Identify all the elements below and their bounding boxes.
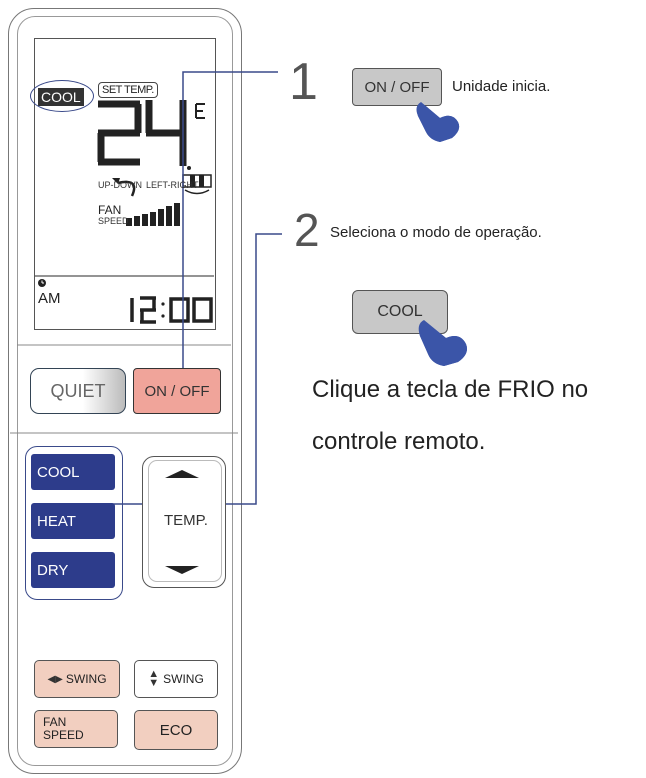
- speed-label: SPEED: [98, 216, 129, 226]
- cool-button[interactable]: COOL: [31, 454, 115, 490]
- clock-icon: [38, 279, 46, 287]
- temp-label: TEMP.: [164, 512, 208, 529]
- swing-arrow-icon: [117, 180, 136, 197]
- swing-ud-label: SWING: [163, 672, 204, 686]
- swing-up-down-button[interactable]: ▲▼ SWING: [134, 660, 218, 698]
- up-down-label: UP-DOWN: [98, 180, 142, 190]
- am-pm-indicator: AM: [38, 290, 61, 307]
- left-right-label: LEFT-RIGHT: [146, 180, 199, 190]
- quiet-button[interactable]: QUIET: [30, 368, 126, 414]
- mode-button-group: [25, 446, 123, 600]
- fan-bars-icon: [126, 203, 180, 226]
- step-2-button-illustration: COOL: [352, 290, 448, 334]
- instruction-line-2: controle remoto.: [312, 428, 486, 455]
- hand-pointer-icon: [416, 102, 460, 142]
- step-1-text: Unidade inicia.: [452, 78, 551, 95]
- eco-button[interactable]: ECO: [134, 710, 218, 750]
- clock-digits: [130, 296, 213, 324]
- instruction-line-1: Clique a tecla de FRIO no: [312, 376, 589, 403]
- on-off-button[interactable]: ON / OFF: [133, 368, 221, 414]
- step-2-number: 2: [294, 204, 320, 256]
- dry-button[interactable]: DRY: [31, 552, 115, 588]
- step-1-number: 1: [289, 53, 318, 111]
- set-temp-label: SET TEMP.: [98, 82, 158, 98]
- fan-label: FAN: [98, 203, 122, 217]
- fan-speed-label-2: SPEED: [43, 728, 84, 742]
- step-2-text: Seleciona o modo de operação.: [330, 224, 542, 241]
- mode-highlight-ring: [30, 80, 94, 112]
- swing-lr-label: SWING: [65, 672, 107, 686]
- up-down-arrows-icon: ▲▼: [148, 668, 160, 689]
- fan-speed-button[interactable]: FAN SPEED: [34, 710, 118, 748]
- temp-digit-2: [97, 100, 142, 166]
- left-right-arrows-icon: ◀▶: [47, 673, 63, 685]
- temp-rocker-inner: [148, 460, 222, 582]
- swing-left-right-button[interactable]: ◀▶ SWING: [34, 660, 120, 698]
- celsius-icon: [195, 103, 205, 119]
- heat-button[interactable]: HEAT: [31, 503, 115, 539]
- fan-speed-label-1: FAN: [43, 715, 67, 729]
- step-1-button-illustration: ON / OFF: [352, 68, 442, 106]
- temp-digit-4: [145, 100, 187, 166]
